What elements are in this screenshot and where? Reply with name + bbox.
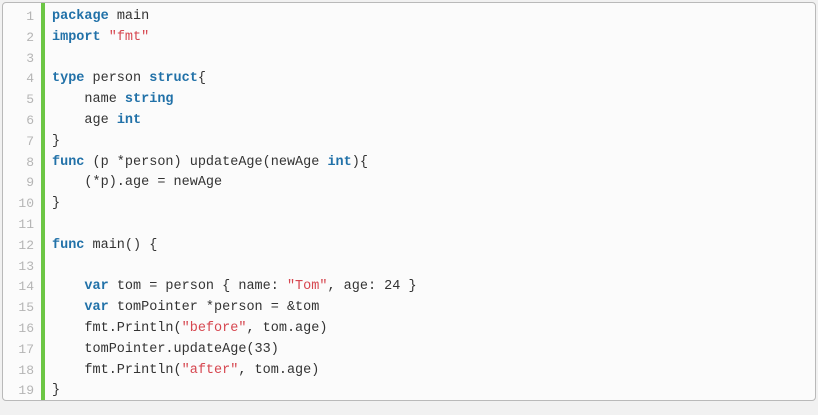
token-plain: } — [52, 196, 61, 212]
code-line: } — [52, 381, 815, 400]
token-keyword: var — [84, 300, 109, 316]
token-string: "before" — [181, 320, 247, 336]
token-plain: fmt.Println( — [52, 362, 182, 378]
code-line: age int — [52, 111, 815, 132]
line-number: 1 — [26, 9, 34, 24]
line-number: 17 — [18, 341, 34, 357]
token-plain: , tom.age) — [246, 320, 328, 336]
code-line — [52, 257, 815, 278]
line-number: 2 — [26, 29, 34, 45]
token-plain: tomPointer *person = &tom — [108, 300, 320, 316]
gutter-accent-bar — [41, 3, 45, 400]
token-keyword: string — [124, 92, 174, 108]
token-keyword: func — [52, 237, 85, 253]
token-keyword: type — [52, 71, 85, 87]
line-number: 15 — [18, 300, 34, 316]
code-line: type person struct{ — [52, 69, 815, 90]
token-plain: main — [108, 9, 150, 24]
code-line: func main() { — [52, 236, 815, 257]
line-number: 14 — [18, 279, 34, 295]
token-plain — [52, 300, 84, 315]
line-number: 8 — [26, 154, 34, 170]
code-line: func (p *person) updateAge(newAge int){ — [52, 153, 815, 174]
token-keyword: int — [116, 112, 142, 128]
token-plain: tom = person { name: — [108, 279, 287, 295]
token-keyword: struct — [149, 71, 198, 87]
code-line: package main — [52, 7, 815, 28]
code-line: fmt.Println("before", tom.age) — [52, 319, 815, 340]
token-plain: (p *person) updateAge(newAge — [84, 154, 328, 170]
code-line: } — [52, 132, 815, 153]
token-plain: , age: 24 } — [327, 279, 417, 295]
code-line: var tom = person { name: "Tom", age: 24 … — [52, 277, 815, 298]
code-line: (*p).age = newAge — [52, 173, 815, 194]
code-line — [52, 215, 815, 236]
line-number: 5 — [26, 92, 34, 108]
code-line: name string — [52, 90, 815, 111]
token-keyword: import — [52, 29, 101, 45]
token-plain: main() { — [84, 237, 158, 253]
line-number: 13 — [18, 258, 34, 274]
token-string: "Tom" — [286, 279, 328, 295]
line-number: 4 — [26, 71, 34, 87]
code-line: tomPointer.updateAge(33) — [52, 340, 815, 361]
code-line: import "fmt" — [52, 28, 815, 49]
token-string: "after" — [181, 362, 239, 378]
line-number: 12 — [18, 237, 34, 253]
token-plain — [52, 279, 84, 294]
token-plain: } — [52, 383, 61, 399]
code-line: fmt.Println("after", tom.age) — [52, 361, 815, 382]
token-keyword: package — [52, 9, 109, 24]
line-number: 3 — [26, 50, 34, 66]
token-plain: , tom.age) — [238, 362, 320, 378]
token-plain: age — [52, 112, 117, 128]
line-number: 9 — [26, 175, 34, 191]
token-plain: name — [52, 92, 125, 108]
line-number: 18 — [18, 362, 34, 378]
token-plain — [101, 30, 109, 45]
token-plain: } — [52, 133, 61, 149]
line-number: 16 — [18, 320, 34, 336]
token-string: "fmt" — [108, 29, 150, 45]
token-plain: { — [197, 71, 206, 87]
line-number: 6 — [26, 112, 34, 128]
token-keyword: func — [52, 154, 85, 170]
code-line: var tomPointer *person = &tom — [52, 298, 815, 319]
line-number: 19 — [18, 383, 34, 399]
token-plain: tomPointer.updateAge(33) — [52, 341, 279, 357]
token-keyword: int — [327, 154, 352, 170]
line-number: 10 — [18, 196, 34, 212]
token-plain: ){ — [351, 154, 368, 170]
token-plain: (*p).age = newAge — [52, 175, 223, 191]
token-keyword: var — [84, 279, 109, 295]
token-plain: person — [84, 71, 150, 87]
code-line: } — [52, 194, 815, 215]
line-number: 7 — [26, 133, 34, 149]
token-plain: fmt.Println( — [52, 320, 182, 336]
line-number: 11 — [18, 216, 34, 232]
code-line — [52, 49, 815, 70]
